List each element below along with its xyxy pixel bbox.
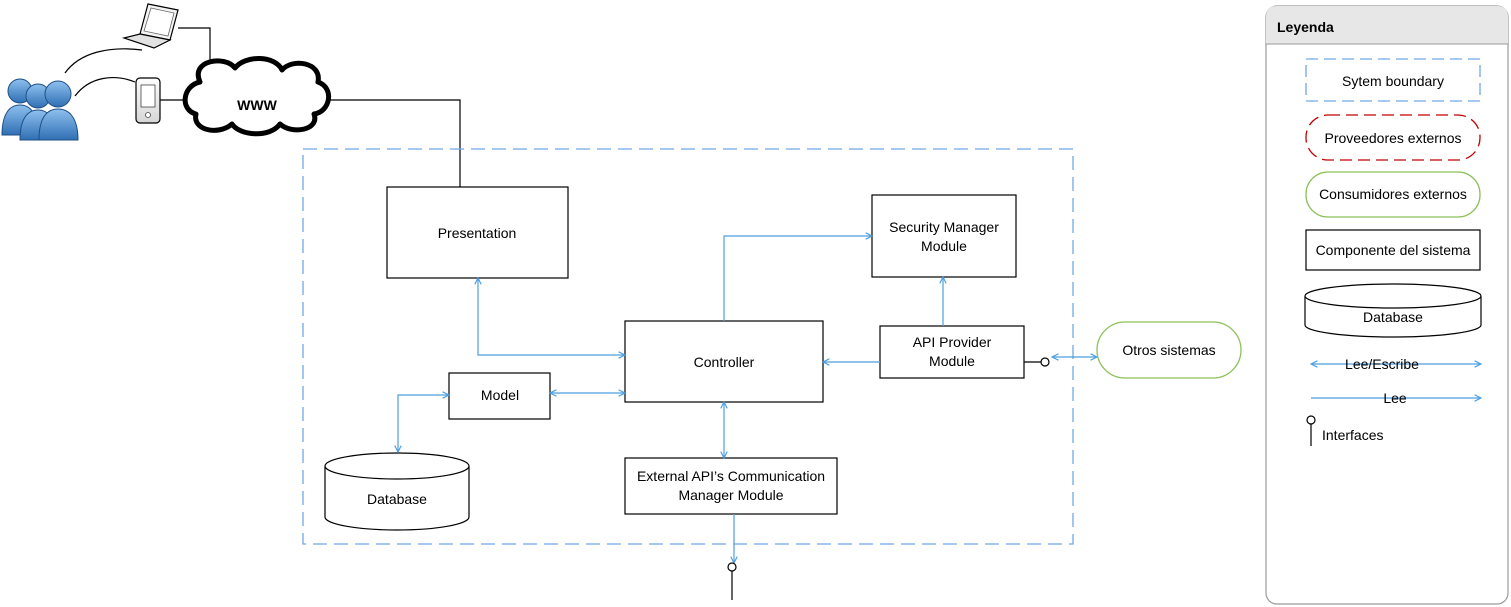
legend-database: Database: [1304, 283, 1482, 338]
presentation-label: Presentation: [438, 225, 517, 241]
api-provider-component[interactable]: API Provider Module: [879, 325, 1025, 379]
otros-sistemas-consumer[interactable]: Otros sistemas: [1096, 321, 1242, 379]
www-label: WWW: [237, 97, 277, 113]
legend-interfaces: Interfaces: [1306, 415, 1383, 446]
presentation-controller-arrow: [478, 278, 625, 355]
laptop-icon: [121, 3, 179, 49]
legend-read-write-label: Lee/Escribe: [1345, 356, 1419, 372]
legend-external-providers-label: Proveedores externos: [1325, 130, 1462, 146]
www-cloud-icon: WWW: [182, 56, 331, 137]
model-database-arrow: [398, 395, 449, 452]
legend-external-consumers-label: Consumidores externos: [1319, 186, 1467, 202]
legend-title: Leyenda: [1277, 19, 1334, 35]
legend-system-boundary: Sytem boundary: [1305, 58, 1481, 102]
security-manager-label-line1: Security Manager: [889, 219, 999, 235]
legend-system-component-label: Componente del sistema: [1316, 242, 1471, 258]
api-provider-label-line2: Module: [929, 353, 975, 369]
legend-read-label: Lee: [1383, 390, 1407, 406]
legend-external-providers: Proveedores externos: [1305, 114, 1481, 161]
legend-database-label: Database: [1363, 309, 1423, 325]
otros-sistemas-label: Otros sistemas: [1122, 342, 1215, 358]
model-component[interactable]: Model: [448, 372, 551, 420]
legend-system-boundary-label: Sytem boundary: [1342, 73, 1444, 89]
external-api-interface-icon: [727, 562, 737, 600]
www-presentation-connection: [330, 99, 461, 187]
api-provider-interface-icon: [1024, 357, 1050, 367]
external-api-manager-component[interactable]: External API’s Communication Manager Mod…: [624, 457, 838, 515]
security-manager-component[interactable]: Security Manager Module: [871, 194, 1017, 278]
legend-read-write: Lee/Escribe: [1311, 356, 1481, 372]
security-manager-label-line2: Module: [921, 238, 967, 254]
external-api-label-line1: External API’s Communication: [637, 468, 825, 484]
legend-interfaces-label: Interfaces: [1322, 427, 1383, 443]
model-label: Model: [481, 387, 519, 403]
controller-security-arrow: [723, 236, 872, 321]
legend-external-consumers: Consumidores externos: [1305, 171, 1481, 218]
users-icon: [1, 78, 79, 141]
database-component[interactable]: Database: [324, 452, 470, 531]
external-api-label-line2: Manager Module: [678, 487, 783, 503]
presentation-component[interactable]: Presentation: [386, 186, 569, 279]
controller-label: Controller: [694, 354, 755, 370]
mobile-phone-icon: [135, 77, 161, 124]
controller-component[interactable]: Controller: [624, 320, 824, 403]
user-laptop-connection: [64, 48, 143, 74]
api-provider-label-line1: API Provider: [913, 334, 992, 350]
database-label: Database: [367, 491, 427, 507]
legend-read: Lee: [1311, 390, 1481, 406]
user-phone-connection: [74, 77, 136, 97]
legend-system-component: Componente del sistema: [1305, 229, 1481, 271]
system-boundary: [302, 148, 1074, 545]
